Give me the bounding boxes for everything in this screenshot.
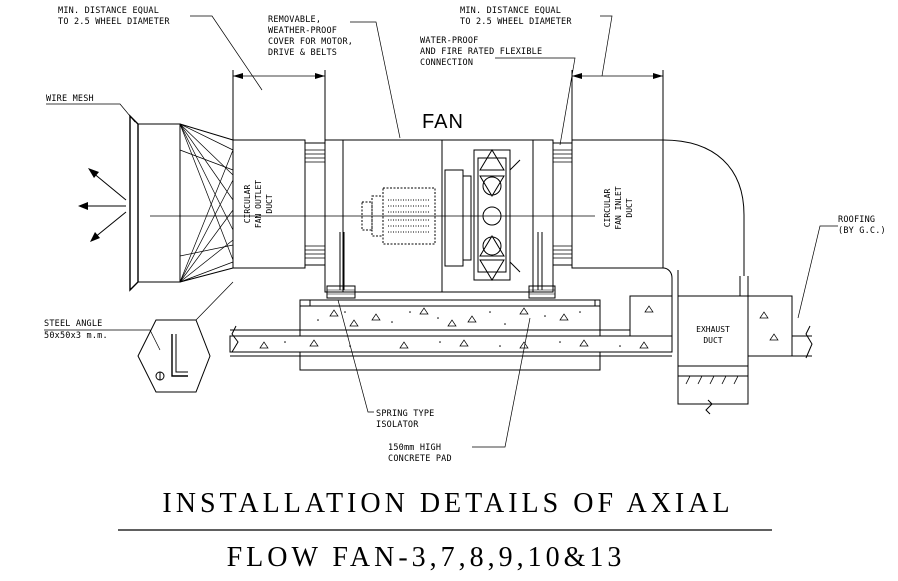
annotation-removable-cover: REMOVABLE, WEATHER-PROOF COVER FOR MOTOR… xyxy=(268,15,401,139)
note-line: WIRE MESH xyxy=(46,94,94,104)
circular-fan-inlet-duct: CIRCULAR FAN INLET DUCT xyxy=(571,139,749,296)
duct-label: DUCT xyxy=(625,198,634,217)
spring-isolators xyxy=(326,232,556,299)
annotation-min-distance-outlet: MIN. DISTANCE EQUAL TO 2.5 WHEEL DIAMETE… xyxy=(58,6,326,140)
note-line: (BY G.C.) xyxy=(838,226,886,236)
fan-motor xyxy=(361,187,436,245)
annotation-concrete-pad: 150mm HIGH CONCRETE PAD xyxy=(388,317,531,464)
flexible-connection-inlet xyxy=(552,142,573,266)
annotation-wire-mesh: WIRE MESH xyxy=(46,94,136,123)
fan-casing: FAN xyxy=(324,111,554,293)
note-line: WATER-PROOF xyxy=(420,36,479,46)
title-line-1: INSTALLATION DETAILS OF AXIAL xyxy=(162,488,733,519)
note-line: COVER FOR MOTOR, xyxy=(268,37,353,47)
exhaust-label: DUCT xyxy=(703,336,722,345)
note-line: REMOVABLE, xyxy=(268,15,321,25)
note-line: CONCRETE PAD xyxy=(388,454,452,464)
flexible-connection-outlet xyxy=(304,142,326,266)
wire-mesh-outlet xyxy=(129,114,234,292)
note-line: ROOFING xyxy=(838,215,875,225)
note-line: 50x50x3 m.m. xyxy=(44,331,108,341)
note-line: SPRING TYPE xyxy=(376,409,435,419)
duct-label: CIRCULAR xyxy=(243,185,252,224)
note-line: STEEL ANGLE xyxy=(44,319,103,329)
annotation-min-distance-inlet: MIN. DISTANCE EQUAL TO 2.5 WHEEL DIAMETE… xyxy=(460,6,664,140)
note-line: ISOLATOR xyxy=(376,420,419,430)
duct-label: CIRCULAR xyxy=(603,189,612,228)
exhaust-duct: EXHAUST DUCT xyxy=(677,295,749,415)
note-line: 150mm HIGH xyxy=(388,443,441,453)
steel-angle-detail: STEEL ANGLE 50x50x3 m.m. xyxy=(44,281,234,393)
note-line: MIN. DISTANCE EQUAL xyxy=(460,6,561,16)
duct-label: FAN OUTLET xyxy=(254,180,263,228)
circular-fan-outlet-duct: CIRCULAR FAN OUTLET DUCT xyxy=(232,139,306,269)
note-line: CONNECTION xyxy=(420,58,473,68)
note-line: TO 2.5 WHEEL DIAMETER xyxy=(460,17,572,27)
annotation-spring-isolator: SPRING TYPE ISOLATOR xyxy=(337,299,435,430)
note-line: DRIVE & BELTS xyxy=(268,48,337,58)
concrete-pad xyxy=(299,299,601,371)
note-line: AND FIRE RATED FLEXIBLE xyxy=(420,47,542,57)
duct-label: FAN INLET xyxy=(614,186,623,230)
note-line: MIN. DISTANCE EQUAL xyxy=(58,6,159,16)
note-line: TO 2.5 WHEEL DIAMETER xyxy=(58,17,170,27)
fan-label: FAN xyxy=(422,111,464,133)
roof-slab xyxy=(229,295,813,359)
annotation-roofing: ROOFING (BY G.C.) xyxy=(797,215,886,319)
note-line: WEATHER-PROOF xyxy=(268,26,337,36)
drawing-title: INSTALLATION DETAILS OF AXIAL FLOW FAN-3… xyxy=(118,488,772,573)
title-line-2: FLOW FAN-3,7,8,9,10&13 xyxy=(227,542,626,573)
air-discharge-arrows xyxy=(78,168,127,242)
annotation-flexible-connection: WATER-PROOF AND FIRE RATED FLEXIBLE CONN… xyxy=(420,36,576,146)
duct-label: DUCT xyxy=(265,194,274,213)
fan-impeller xyxy=(444,149,521,281)
exhaust-label: EXHAUST xyxy=(696,325,730,334)
